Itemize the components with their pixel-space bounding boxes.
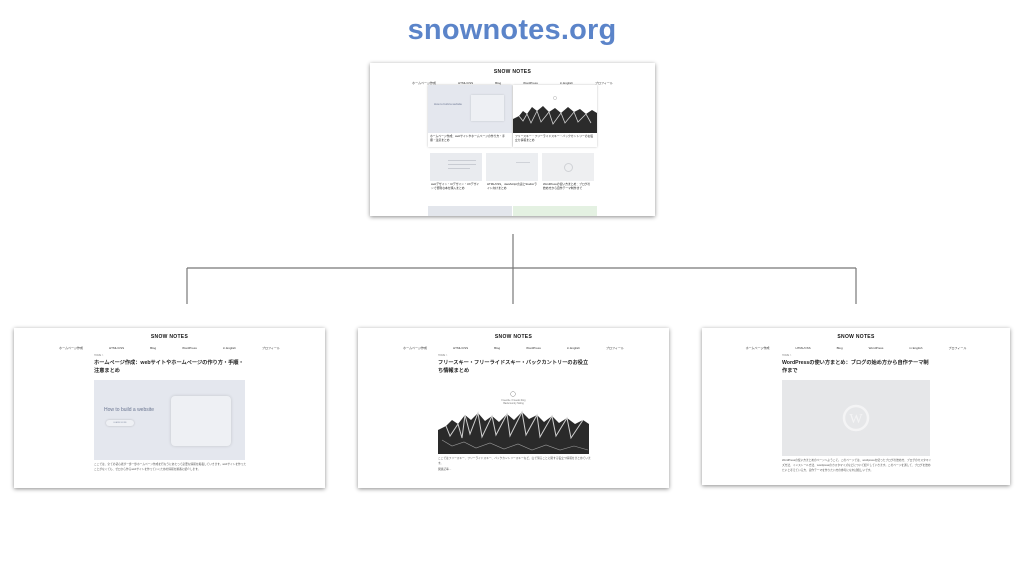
breadcrumb[interactable]: HOME > — [782, 354, 792, 357]
article-body: WordPressの使い方まとめのページへようこそ。このページでは、wordpr… — [782, 459, 932, 472]
nav-item[interactable]: in English — [909, 346, 923, 350]
screenshot-homepage-article: SNOW NOTES ホームページ作成 HTML/CSS Blog WordPr… — [14, 328, 325, 488]
nav-item[interactable]: Blog — [836, 346, 843, 350]
site-nav: ホームページ作成 HTML/CSS Blog WordPress in Engl… — [370, 81, 655, 85]
nav-item[interactable]: ホームページ作成 — [59, 346, 83, 350]
card-caption: ホームページ作成：webサイトやホームページの作り方・手順・注意まとめ — [430, 134, 505, 142]
card-thumbnail-partial — [428, 206, 512, 216]
card-caption: HTML/CSS、JavaScript言語とStudio/ライト向けまとめ — [487, 182, 537, 190]
site-brand: SNOW NOTES — [493, 69, 532, 75]
nav-item[interactable]: ホームページ作成 — [745, 346, 770, 350]
nav-item[interactable]: WordPress — [868, 346, 884, 350]
article: HOME > ホームページ作成：webサイトやホームページの作り方・手順・注意ま… — [94, 354, 247, 473]
nav-item[interactable]: ホームページ作成 — [412, 81, 436, 85]
nav-item[interactable]: HTML/CSS — [457, 81, 474, 85]
nav-item[interactable]: HTML/CSS — [795, 346, 811, 350]
hero-label: Freeride / Freeski blog — [501, 399, 526, 403]
mountain-image — [438, 391, 589, 455]
thumb-line — [516, 162, 530, 163]
thumb-line — [448, 168, 470, 169]
nav-item[interactable]: in English — [222, 346, 236, 350]
hero-sub: Backcountry Skiing — [503, 402, 524, 406]
nav-item[interactable]: in English — [566, 346, 580, 350]
nav-item[interactable]: ホームページ作成 — [403, 346, 427, 350]
article-title: WordPressの使い方まとめ：ブログの始め方から自作テーマ制作まで — [782, 360, 929, 374]
screenshot-ski-article: SNOW NOTES ホームページ作成 HTML/CSS Blog WordPr… — [358, 328, 669, 488]
hero-panel — [171, 396, 231, 447]
site-brand: SNOW NOTES — [837, 334, 875, 340]
card-thumbnail: How to build a website — [428, 85, 512, 133]
article-body: ここではフリースキー、フリーライドスキー、バックカントリースキーなど、山で滑るこ… — [438, 457, 591, 465]
nav-item[interactable]: WordPress — [523, 81, 538, 85]
hero-text: How to build a website — [104, 407, 155, 414]
screenshot-wordpress-article: SNOW NOTES ホームページ作成 HTML/CSS Blog WordPr… — [702, 328, 1010, 485]
nav-item[interactable]: Blog — [494, 346, 501, 350]
article-more: 関連記事… — [438, 467, 452, 471]
article-title: フリースキー・フリーライドスキー・バックカントリーのお役立ち情報まとめ — [438, 360, 589, 374]
small-card[interactable]: webデザイン・UIデザイン・UXデザインで便利な本を購入まとめ — [430, 153, 482, 199]
thumb-line — [448, 160, 476, 161]
small-card[interactable]: HTML/CSS、JavaScript言語とStudio/ライト向けまとめ — [486, 153, 538, 199]
nav-item[interactable]: プロフィール — [261, 346, 280, 350]
hero-image: Freeride / Freeski blog Backcountry Skii… — [438, 380, 589, 455]
featured-card[interactable]: フリースキー・フリーライドスキー・バックカントリーのお役立ち情報まとめ — [513, 85, 597, 147]
nav-item[interactable]: in English — [559, 81, 573, 85]
nav-item[interactable]: Blog — [150, 346, 157, 350]
wordpress-icon — [564, 163, 573, 172]
card-caption: フリースキー・フリーライドスキー・バックカントリーのお役立ち情報まとめ — [515, 134, 594, 142]
small-card[interactable]: WordPressの使い方まとめ：ブログの始め方から自作テーマ制作まで — [542, 153, 594, 199]
thumb-panel — [471, 95, 504, 121]
site-nav: ホームページ作成 HTML/CSS Blog WordPress in Engl… — [702, 346, 1010, 350]
article: HOME > フリースキー・フリーライドスキー・バックカントリーのお役立ち情報ま… — [438, 354, 591, 473]
site-nav: ホームページ作成 HTML/CSS Blog WordPress in Engl… — [358, 346, 669, 350]
breadcrumb[interactable]: HOME > — [438, 354, 448, 357]
page-title: snownotes.org — [407, 14, 617, 46]
card-caption: webデザイン・UIデザイン・UXデザインで便利な本を購入まとめ — [431, 182, 480, 190]
nav-item[interactable]: プロフィール — [948, 346, 967, 350]
site-nav: ホームページ作成 HTML/CSS Blog WordPress in Engl… — [14, 346, 325, 350]
site-brand: SNOW NOTES — [494, 334, 533, 340]
nav-item[interactable]: Blog — [495, 81, 502, 85]
mountain-image — [513, 85, 597, 133]
nav-item[interactable]: プロフィール — [605, 346, 624, 350]
thumb-line — [448, 164, 476, 165]
nav-item[interactable]: WordPress — [526, 346, 541, 350]
card-thumbnail-partial — [513, 206, 597, 216]
card-thumbnail — [430, 153, 482, 181]
hero-image: How to build a website LEARN MORE — [94, 380, 245, 461]
hero-image: W — [782, 380, 930, 457]
article: HOME > WordPressの使い方まとめ：ブログの始め方から自作テーマ制作… — [782, 354, 932, 474]
hero-button[interactable]: LEARN MORE — [106, 420, 134, 427]
card-thumbnail — [486, 153, 538, 181]
nav-item[interactable]: HTML/CSS — [108, 346, 125, 350]
card-thumbnail — [542, 153, 594, 181]
nav-item[interactable]: HTML/CSS — [452, 346, 469, 350]
screenshot-top-page: SNOW NOTES ホームページ作成 HTML/CSS Blog WordPr… — [370, 63, 655, 216]
svg-text:W: W — [849, 412, 863, 427]
article-body: ここでは、全ての初心者が一歩一歩ホームページ作成を行なうにあたって必要な情報を掲… — [94, 463, 247, 471]
wordpress-icon: W — [842, 404, 870, 432]
breadcrumb[interactable]: HOME > — [94, 354, 104, 357]
nav-item[interactable]: WordPress — [182, 346, 197, 350]
site-brand: SNOW NOTES — [150, 334, 189, 340]
article-title: ホームページ作成：webサイトやホームページの作り方・手順・注意まとめ — [94, 360, 244, 374]
card-caption: WordPressの使い方まとめ：ブログの始め方から自作テーマ制作まで — [543, 182, 591, 190]
nav-item[interactable]: プロフィール — [594, 81, 613, 85]
thumb-text: How to build a website — [434, 102, 462, 106]
featured-card[interactable]: How to build a website ホームページ作成：webサイトやホ… — [428, 85, 512, 147]
